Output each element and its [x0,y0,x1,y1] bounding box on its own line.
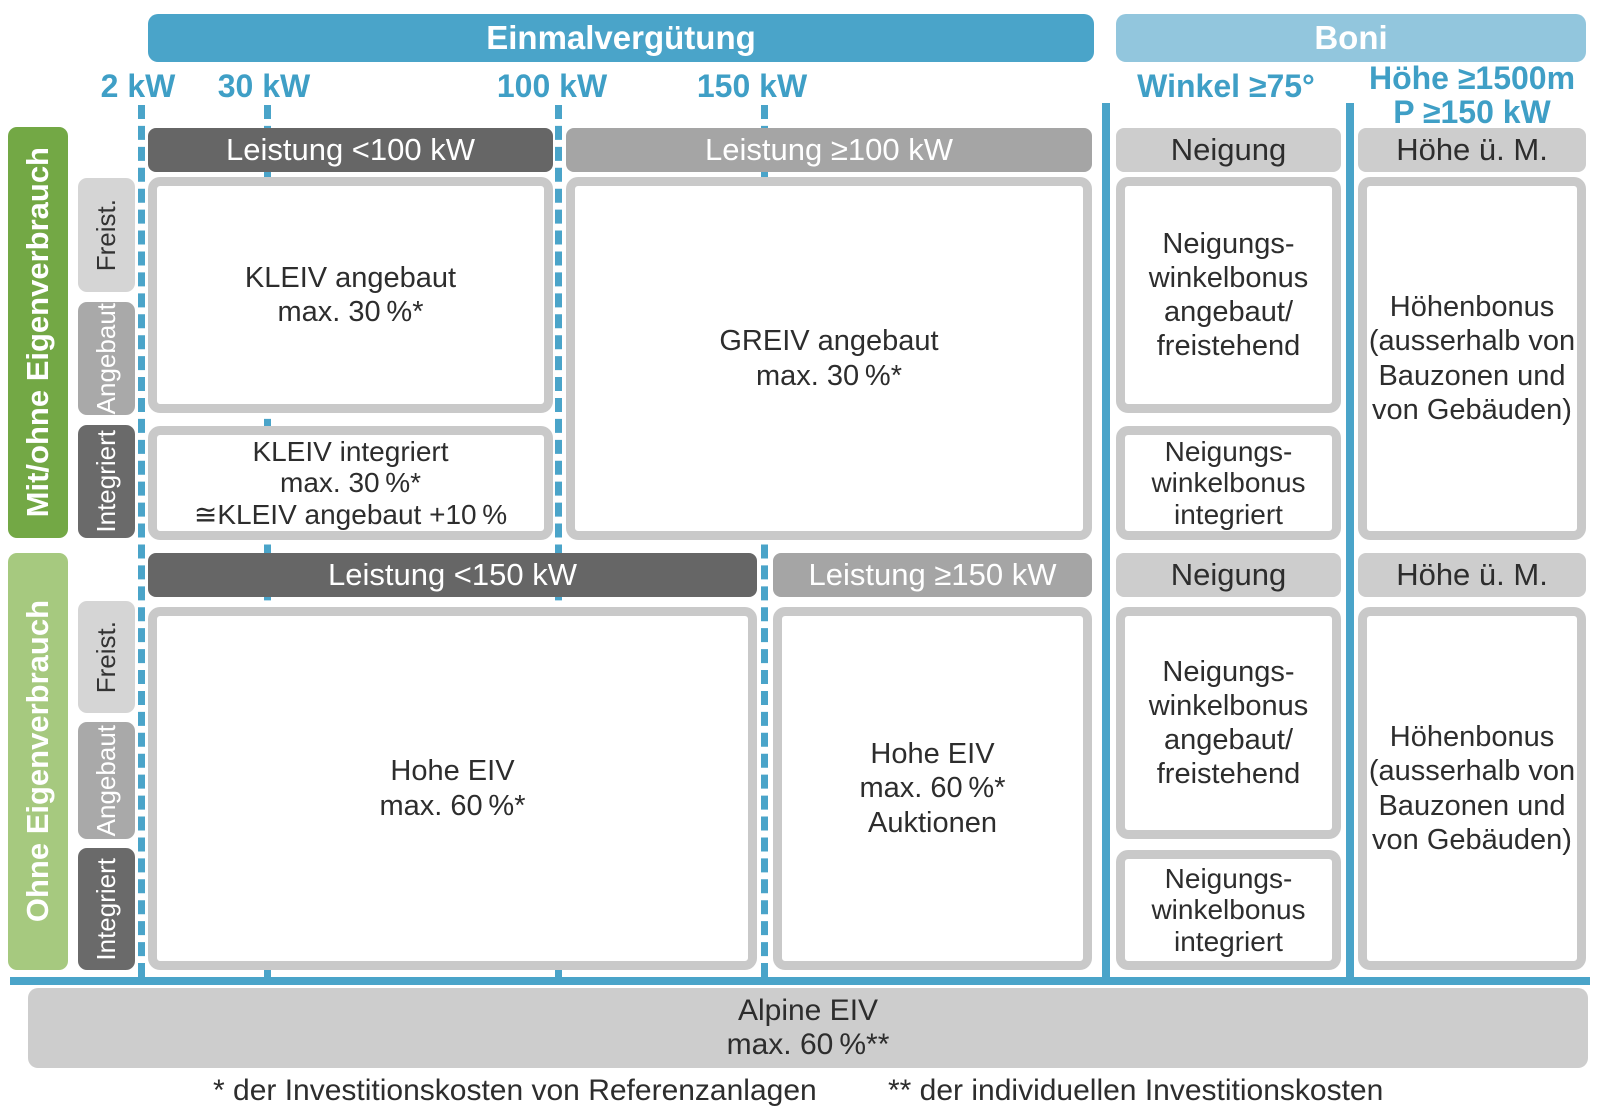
scale-label-150kw: 150 kW [696,68,808,104]
box-hoehenbonus-1: Höhenbonus (ausserhalb von Bauzonen und … [1358,177,1586,540]
box-greiv-angebaut: GREIV angebaut max. 30 %* [566,177,1092,540]
einmalverguetung-header: Einmalvergütung [148,14,1094,62]
scale-label-30kw: 30 kW [217,68,311,104]
header-leistung-lt100: Leistung <100 kW [148,128,553,172]
scale-line-150kw [761,105,768,977]
sublabel-integriert-1-text: Integriert [91,430,121,533]
rail-ohne-label: Ohne Eigenverbrauch [20,600,55,923]
box-neigungsbonus-int-1: Neigungs- winkelbonus integriert [1116,426,1341,540]
boni-header: Boni [1116,14,1586,62]
scale-line-100kw [555,105,562,977]
footnote-reference-costs: * der Investitionskosten von Referenzanl… [213,1074,817,1107]
separator-neigung-hoehe [1346,103,1354,985]
scale-label-2kw: 2 kW [100,68,176,104]
scale-line-2kw [138,105,145,977]
alpine-eiv-bar: Alpine EIV max. 60 %** [28,988,1588,1068]
sublabel-integriert-2: Integriert [78,848,135,970]
header-neigung-2: Neigung [1116,553,1341,597]
rail-ohne-eigenverbrauch: Ohne Eigenverbrauch [8,553,68,970]
sublabel-angebaut-2: Angebaut [78,722,135,839]
header-leistung-ge100: Leistung ≥100 kW [566,128,1092,172]
rail-mit-ohne-eigenverbrauch: Mit/ohne Eigenverbrauch [8,127,68,538]
footnote-individual-costs: ** der individuellen Investitionskosten [888,1074,1384,1107]
header-hoehe-2: Höhe ü. M. [1358,553,1586,597]
separator-alpine [10,977,1590,985]
header-hoehe-1: Höhe ü. M. [1358,128,1586,172]
box-neigungsbonus-af-1: Neigungs- winkelbonus angebaut/ freisteh… [1116,177,1341,413]
header-leistung-ge150: Leistung ≥150 kW [773,553,1092,597]
header-leistung-lt150: Leistung <150 kW [148,553,757,597]
sublabel-integriert-1: Integriert [78,425,135,538]
separator-einmalverguetung-boni [1102,103,1110,985]
scale-label-100kw: 100 kW [496,68,608,104]
box-hohe-eiv-auktionen: Hohe EIV max. 60 %* Auktionen [773,607,1092,970]
einmalverguetung-header-label: Einmalvergütung [486,19,756,56]
scale-label-hoehe: Höhe ≥1500m P ≥150 kW [1368,60,1576,130]
box-neigungsbonus-af-2: Neigungs- winkelbonus angebaut/ freisteh… [1116,607,1341,839]
scale-label-winkel: Winkel ≥75° [1137,68,1315,104]
sublabel-freist-2: Freist. [78,601,135,713]
sublabel-freist-1-text: Freist. [91,198,121,272]
box-kleiv-angebaut: KLEIV angebaut max. 30 %* [148,177,553,413]
sublabel-freist-1: Freist. [78,178,135,292]
box-hohe-eiv: Hohe EIV max. 60 %* [148,607,757,970]
box-neigungsbonus-int-2: Neigungs- winkelbonus integriert [1116,850,1341,970]
header-neigung-1: Neigung [1116,128,1341,172]
sublabel-integriert-2-text: Integriert [91,857,121,961]
rail-mit-ohne-label: Mit/ohne Eigenverbrauch [20,147,55,518]
scale-line-30kw [264,105,271,977]
boni-header-label: Boni [1314,19,1388,56]
sublabel-angebaut-1-text: Angebaut [91,302,121,415]
box-hoehenbonus-2: Höhenbonus (ausserhalb von Bauzonen und … [1358,607,1586,970]
sublabel-angebaut-2-text: Angebaut [91,724,121,837]
sublabel-angebaut-1: Angebaut [78,302,135,415]
sublabel-freist-2-text: Freist. [91,620,121,694]
box-kleiv-integriert: KLEIV integriert max. 30 %* ≅KLEIV angeb… [148,426,553,540]
